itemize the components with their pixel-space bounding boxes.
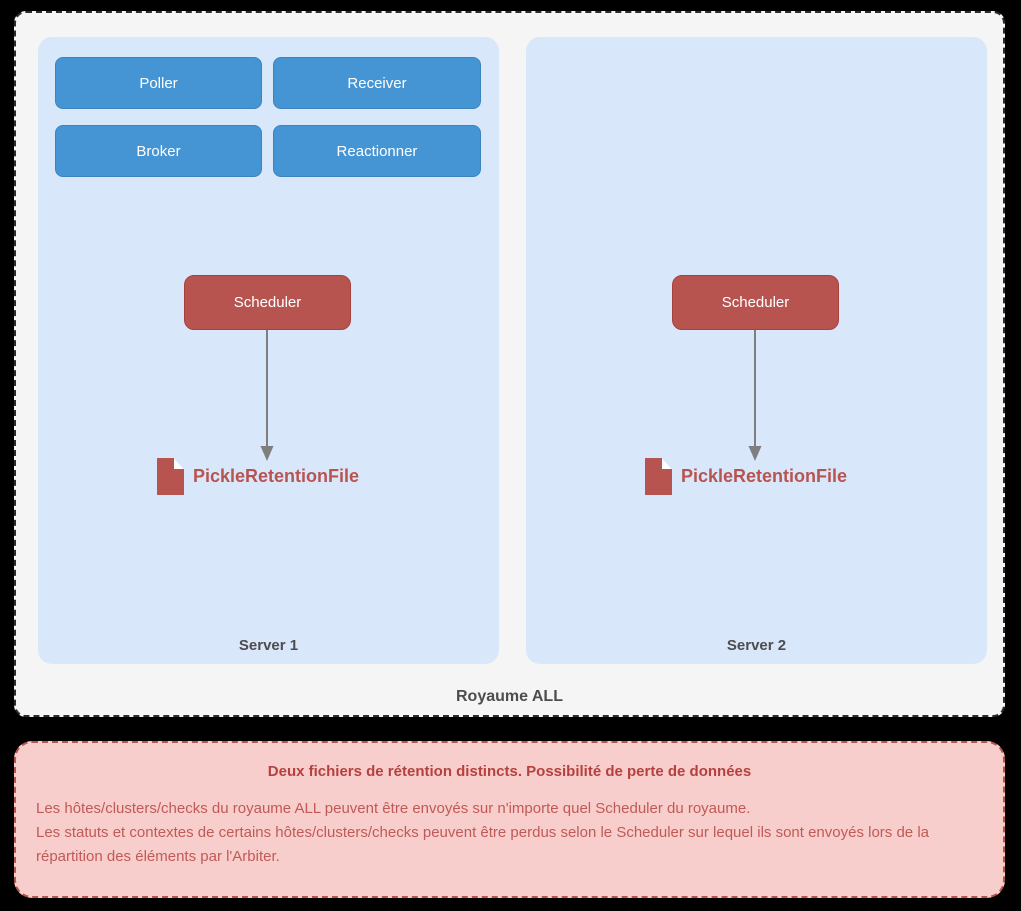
warning-body-line-2: Les statuts et contextes de certains hôt… — [36, 824, 929, 865]
server-2-box: Scheduler PickleRetentionFile Server 2 — [526, 37, 987, 664]
server-1-label: Server 1 — [238, 637, 299, 654]
pickle-retention-file-label: PickleRetentionFile — [681, 466, 848, 486]
daemon-poller: Poller — [55, 57, 262, 109]
daemon-reactionner-label: Reactionner — [336, 142, 418, 160]
daemon-poller-label: Poller — [139, 74, 178, 92]
server-2-label: Server 2 — [726, 637, 787, 654]
warning-body: Les hôtes/clusters/checks du royaume ALL… — [36, 797, 983, 869]
realm-royaume-all-box: Poller Receiver Broker Reactionner Sched… — [14, 11, 1005, 717]
daemon-receiver-label: Receiver — [347, 74, 407, 92]
daemon-broker-label: Broker — [136, 142, 181, 160]
warning-title: Deux fichiers de rétention distincts. Po… — [267, 763, 752, 780]
document-icon — [645, 458, 672, 495]
daemon-receiver: Receiver — [273, 57, 481, 109]
pickle-retention-file-label: PickleRetentionFile — [193, 466, 360, 486]
down-arrow-icon — [260, 330, 274, 461]
scheduler-node-server1: Scheduler — [184, 275, 351, 330]
daemon-broker: Broker — [55, 125, 262, 177]
server-1-box: Poller Receiver Broker Reactionner Sched… — [38, 37, 499, 664]
realm-label: Royaume ALL — [456, 688, 563, 705]
warning-body-line-1: Les hôtes/clusters/checks du royaume ALL… — [36, 800, 751, 817]
scheduler-node-server2-label: Scheduler — [721, 294, 790, 311]
scheduler-node-server1-label: Scheduler — [233, 294, 302, 311]
pickle-retention-file-server1: PickleRetentionFile — [157, 458, 359, 495]
scheduler-node-server2: Scheduler — [672, 275, 839, 330]
document-icon — [157, 458, 184, 495]
pickle-retention-file-server2: PickleRetentionFile — [645, 458, 847, 495]
down-arrow-icon — [748, 330, 762, 461]
warning-box: Deux fichiers de rétention distincts. Po… — [14, 741, 1005, 898]
daemon-reactionner: Reactionner — [273, 125, 481, 177]
